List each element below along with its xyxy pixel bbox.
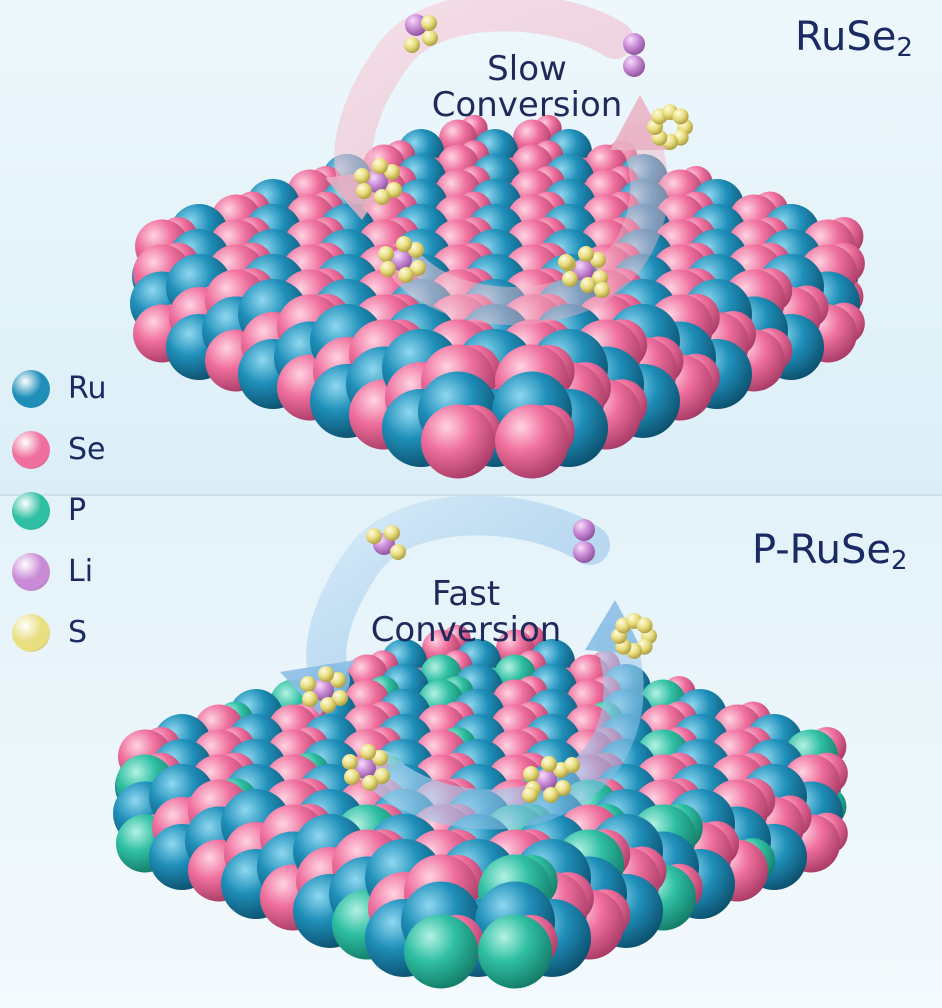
li-atom-icon — [12, 552, 50, 591]
s-atom — [344, 769, 360, 785]
li-atom — [573, 519, 595, 541]
legend-item: S — [12, 602, 107, 663]
legend-item: Ru — [12, 358, 107, 419]
top-panel-title: RuSe2 — [795, 14, 913, 63]
s-atom — [390, 544, 406, 560]
s-atom — [543, 787, 559, 803]
legend-label: P — [68, 493, 87, 528]
s-atom — [578, 246, 594, 262]
li-atom — [623, 33, 645, 55]
s-atom — [360, 744, 376, 760]
li-atom — [535, 769, 557, 791]
s-atom — [320, 697, 336, 713]
bottom-panel-title: P-RuSe2 — [752, 527, 908, 576]
p-atom-icon — [12, 491, 50, 530]
s-atom — [354, 168, 370, 184]
s-atom — [362, 775, 378, 791]
li-atom — [390, 249, 412, 271]
s-atom — [523, 766, 539, 782]
polysulfide-molecules — [300, 14, 693, 803]
legend-item: Se — [12, 419, 107, 480]
s-atom — [636, 617, 653, 634]
s-atom — [372, 158, 388, 174]
s-atom — [422, 30, 438, 46]
s-atom — [374, 189, 390, 205]
p-atom — [404, 914, 478, 989]
s-atom — [380, 261, 396, 277]
legend-label: Li — [68, 554, 94, 589]
s-atom — [300, 676, 316, 692]
legend-label: Se — [68, 432, 106, 467]
s-atom — [384, 164, 400, 180]
li-atom — [312, 679, 334, 701]
legend-label: Ru — [68, 371, 107, 406]
s-atom — [356, 183, 372, 199]
s-atom — [330, 672, 346, 688]
s-atom — [592, 270, 608, 286]
s-atom — [404, 37, 420, 53]
s-atom — [396, 236, 412, 252]
s-atom — [318, 666, 334, 682]
s-atom — [366, 528, 382, 544]
s-atom — [558, 254, 574, 270]
s-atom — [378, 246, 394, 262]
se-atom-icon — [12, 430, 50, 469]
s-atom — [408, 242, 424, 258]
s-atom — [374, 768, 390, 784]
li-atom — [354, 757, 376, 779]
ru-atom-icon — [12, 369, 50, 408]
s-atom — [562, 271, 578, 287]
se-atom — [421, 404, 495, 479]
s-atom — [594, 282, 610, 298]
legend-item: P — [12, 480, 107, 541]
s-atom — [522, 787, 538, 803]
legend-label: S — [68, 615, 88, 650]
slow-conversion-label: Slow Conversion — [431, 49, 623, 125]
s-atom — [564, 757, 580, 773]
legend-item: Li — [12, 541, 107, 602]
s-atom-icon — [12, 613, 50, 652]
li-atom — [405, 14, 427, 36]
p-atom — [478, 914, 552, 989]
fast-conversion-label: Fast Conversion — [370, 574, 562, 650]
se-atom — [495, 404, 569, 479]
s-atom — [672, 108, 689, 125]
li-atom — [573, 541, 595, 563]
s-atom — [372, 750, 388, 766]
li-atom — [623, 55, 645, 77]
s-atom — [410, 260, 426, 276]
s-atom — [541, 756, 557, 772]
s-atom — [342, 754, 358, 770]
s-atom — [398, 267, 414, 283]
s-atom — [302, 691, 318, 707]
s-atom — [590, 252, 606, 268]
li-atom — [366, 171, 388, 193]
s-atom — [384, 525, 400, 541]
s-atom — [421, 15, 437, 31]
s-atom — [580, 277, 596, 293]
li-atom — [572, 259, 594, 281]
s-atom — [332, 690, 348, 706]
s-atom — [386, 182, 402, 198]
s-atom — [555, 780, 571, 796]
